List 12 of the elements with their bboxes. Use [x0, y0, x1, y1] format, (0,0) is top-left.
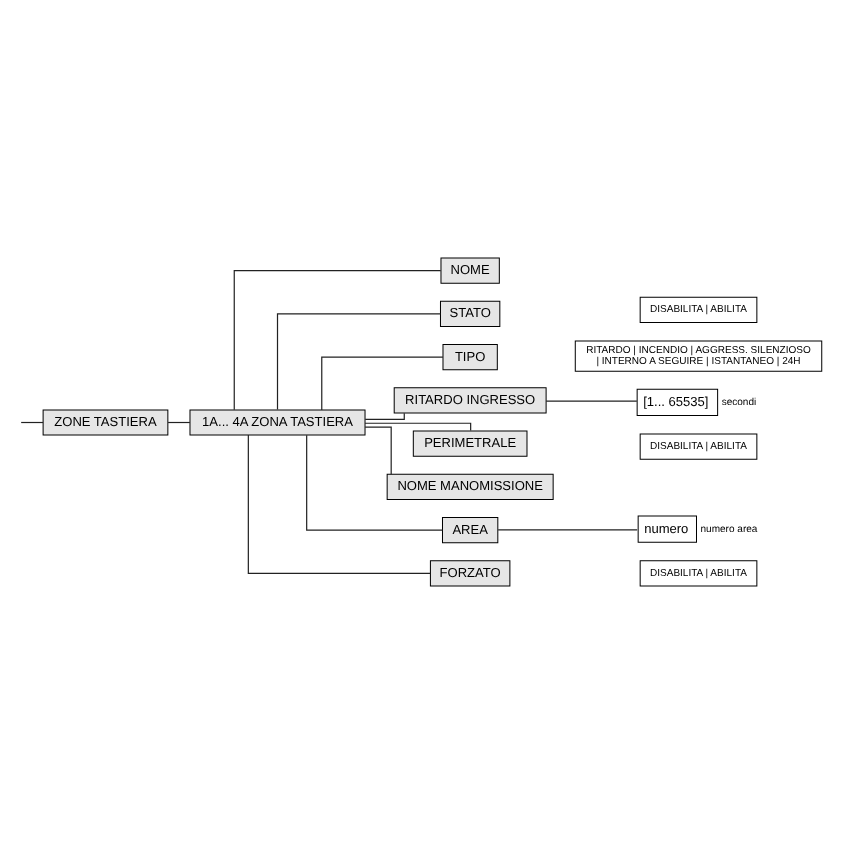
connector: [364, 422, 472, 432]
connector: [364, 412, 405, 420]
connector: [497, 529, 638, 531]
connector: [247, 434, 431, 574]
connector: [233, 270, 442, 411]
connector: [364, 426, 392, 475]
connector: [167, 421, 191, 424]
connector: [20, 421, 44, 424]
connector: [321, 356, 444, 411]
connector: [276, 313, 442, 411]
connector: [306, 434, 444, 531]
connector: [545, 400, 638, 402]
